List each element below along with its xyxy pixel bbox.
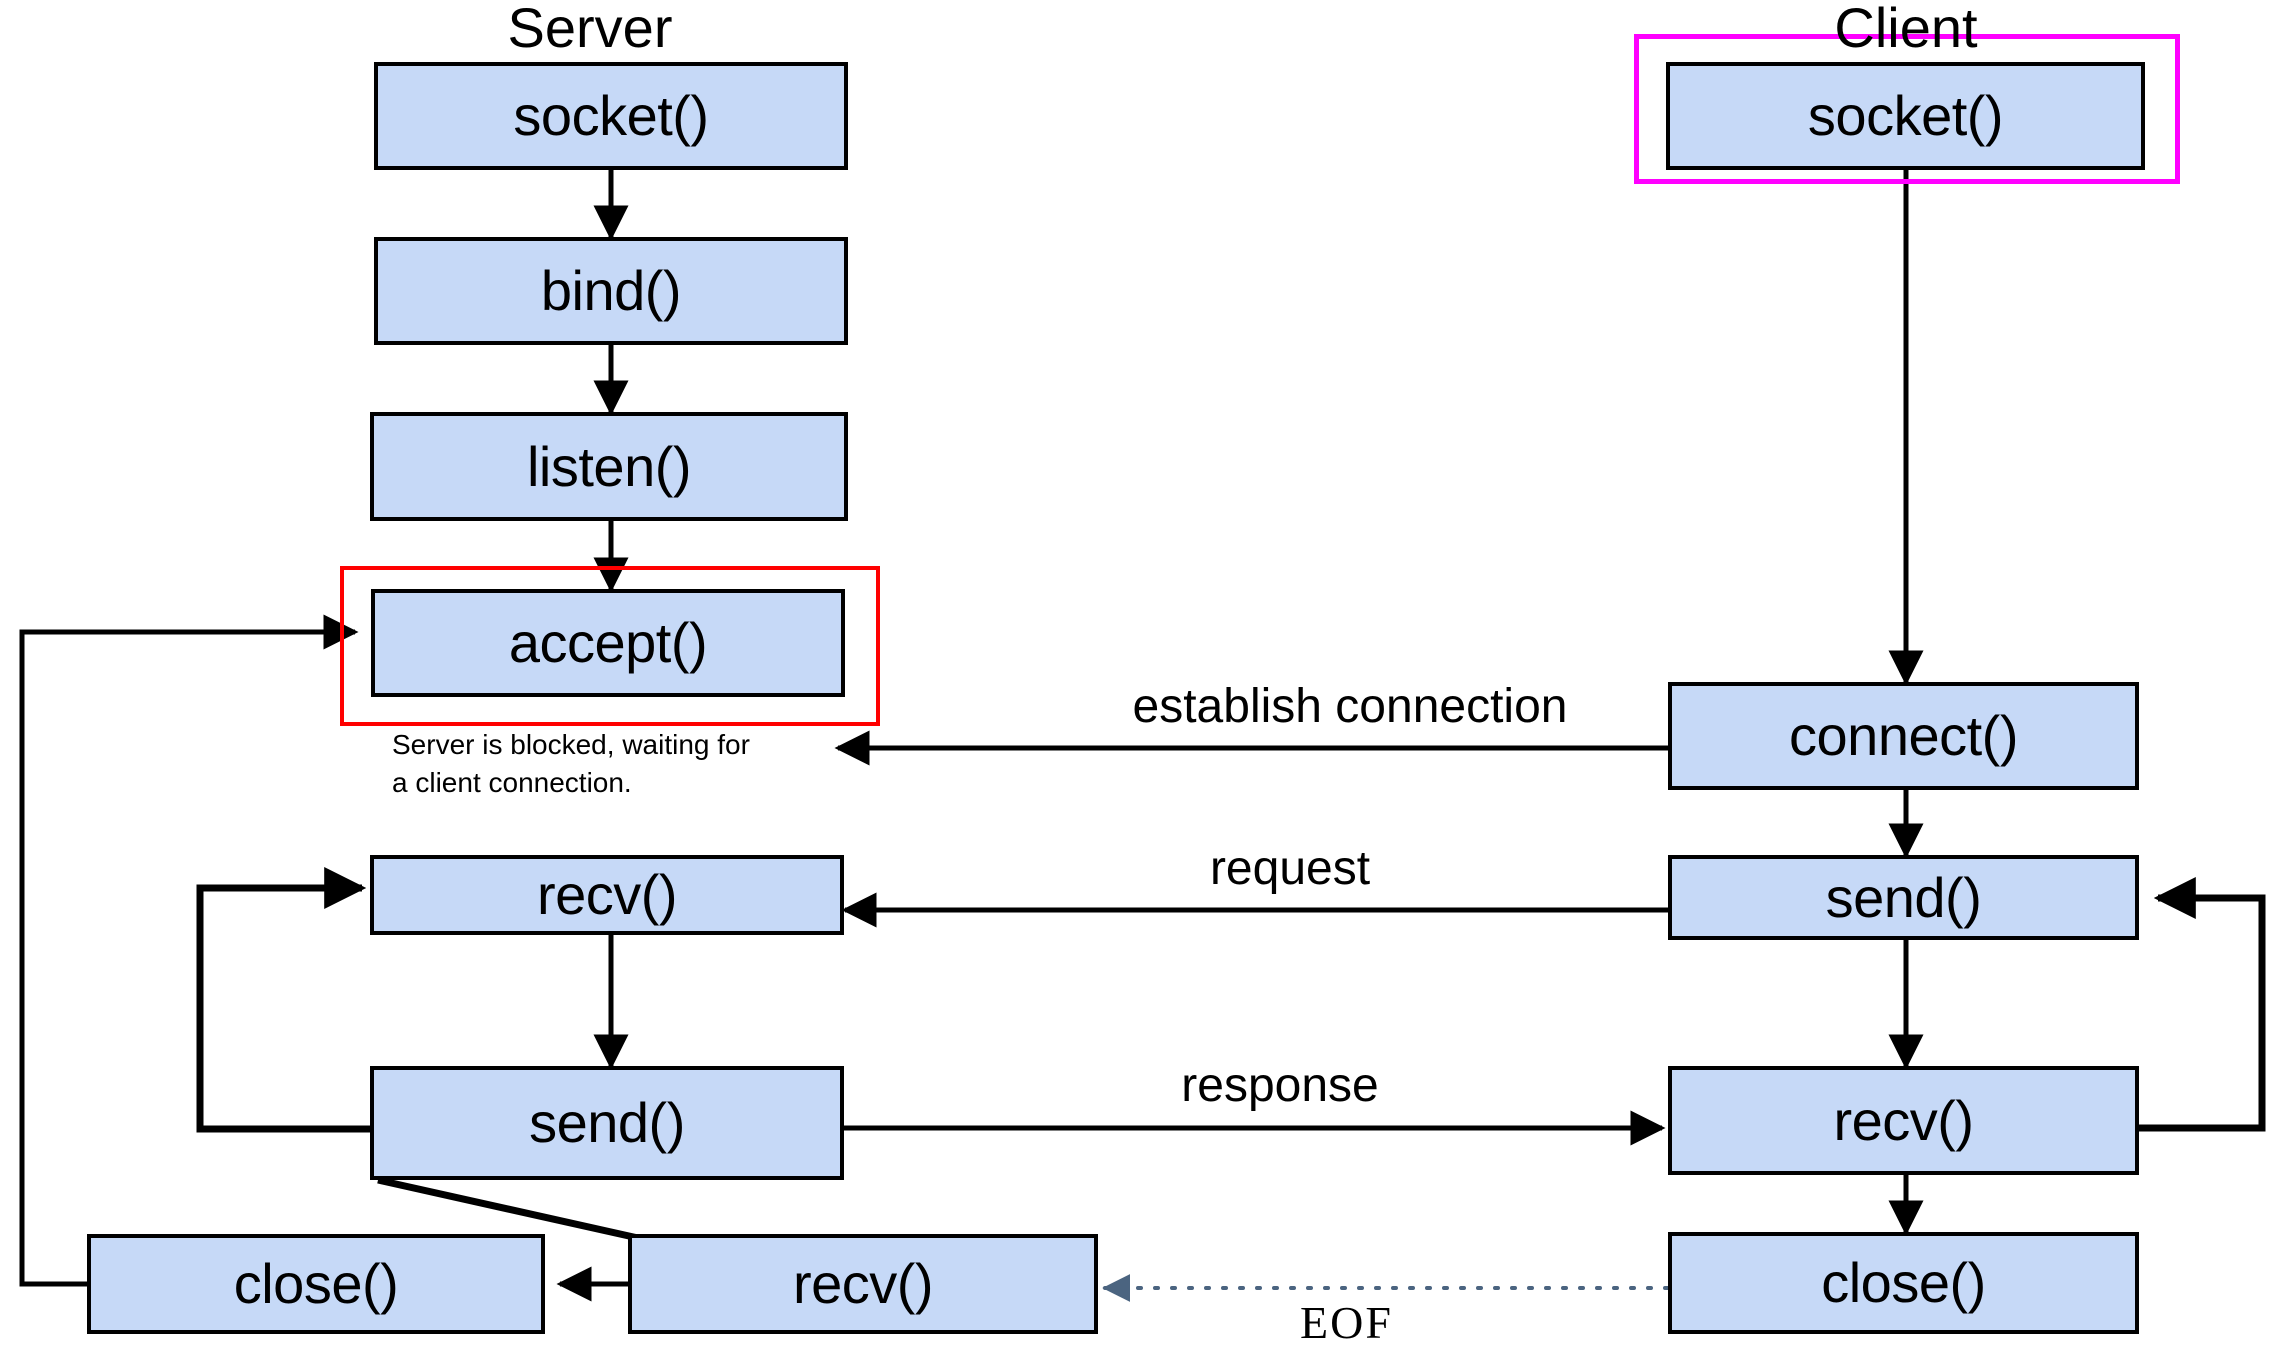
node-server-recv[interactable]: recv() (370, 855, 844, 935)
node-server-socket[interactable]: socket() (374, 62, 848, 170)
edge-label-response: response (1181, 1059, 1379, 1112)
node-server-recv-2[interactable]: recv() (628, 1234, 1098, 1334)
node-client-recv[interactable]: recv() (1668, 1066, 2139, 1175)
edge-server-close-loop-to-accept (19, 614, 359, 1287)
node-server-bind[interactable]: bind() (374, 237, 848, 345)
column-title-server: Server (507, 0, 673, 59)
accept-highlight-box (340, 566, 880, 726)
node-client-connect[interactable]: connect() (1668, 682, 2139, 790)
edge-label-eof: EOF (1300, 1297, 1393, 1348)
annotation-server-blocked: Server is blocked, waiting for a client … (392, 729, 750, 798)
client-socket-highlight-box (1634, 34, 2180, 184)
edge-client-recv-loop-to-send (2139, 877, 2266, 1132)
node-client-socket[interactable]: socket() (1666, 62, 2145, 170)
node-server-accept[interactable]: accept() (371, 589, 845, 697)
column-title-client: Client (1834, 0, 1978, 59)
edge-server-send-loop-to-recv (196, 867, 373, 1133)
node-client-close[interactable]: close() (1668, 1232, 2139, 1334)
node-server-listen[interactable]: listen() (370, 412, 848, 521)
node-server-send[interactable]: send() (370, 1066, 844, 1180)
edge-label-request: request (1209, 842, 1371, 895)
edge-label-establish-connection: establish connection (1132, 680, 1568, 733)
node-server-close[interactable]: close() (87, 1234, 545, 1334)
node-client-send[interactable]: send() (1668, 855, 2139, 940)
